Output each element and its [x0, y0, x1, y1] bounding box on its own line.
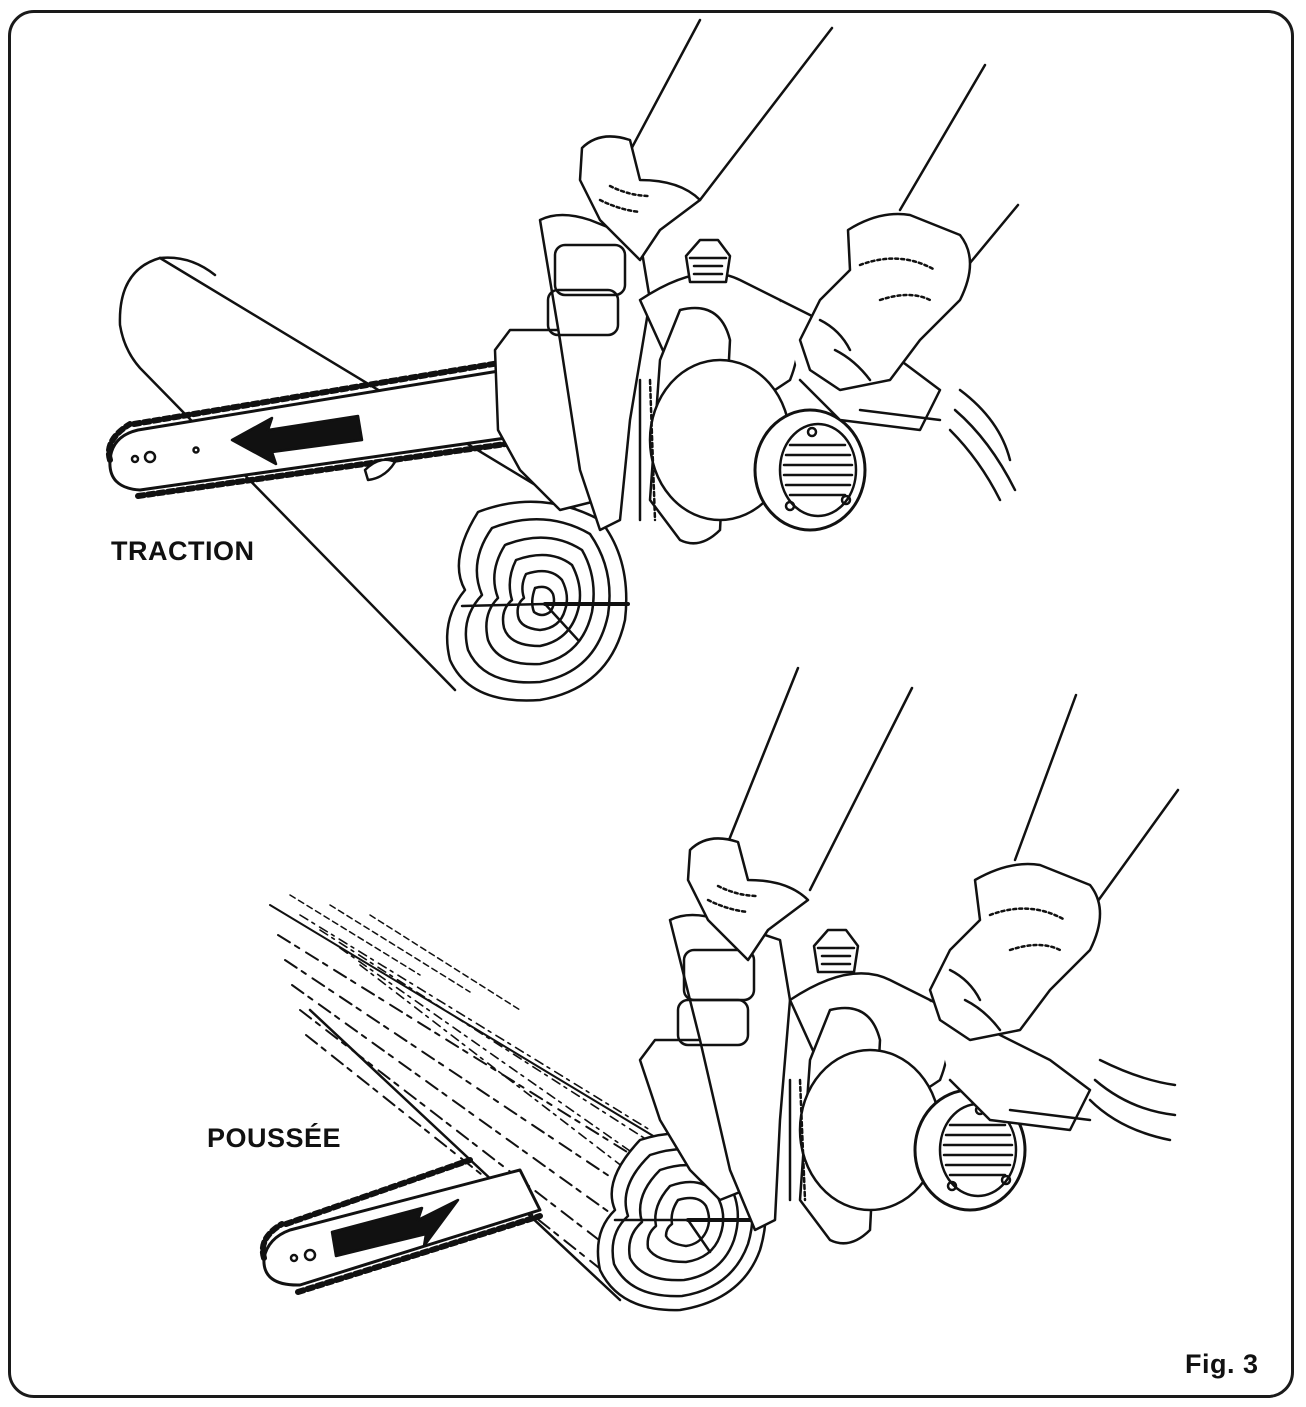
hands-top	[578, 18, 1020, 392]
label-poussee: POUSSÉE	[207, 1123, 342, 1153]
arrow-left-icon	[230, 414, 364, 466]
chainsaw-top	[493, 213, 1017, 545]
log-top	[118, 256, 630, 702]
scene-traction	[106, 18, 1020, 702]
figure-caption: Fig. 3	[1185, 1349, 1259, 1379]
scene-poussee	[259, 666, 1180, 1312]
chainsaw-bottom	[638, 913, 1177, 1245]
label-traction: TRACTION	[111, 536, 255, 566]
chip-top	[363, 458, 397, 482]
hands-bottom	[686, 666, 1180, 1042]
arrow-right-icon	[330, 1198, 460, 1258]
